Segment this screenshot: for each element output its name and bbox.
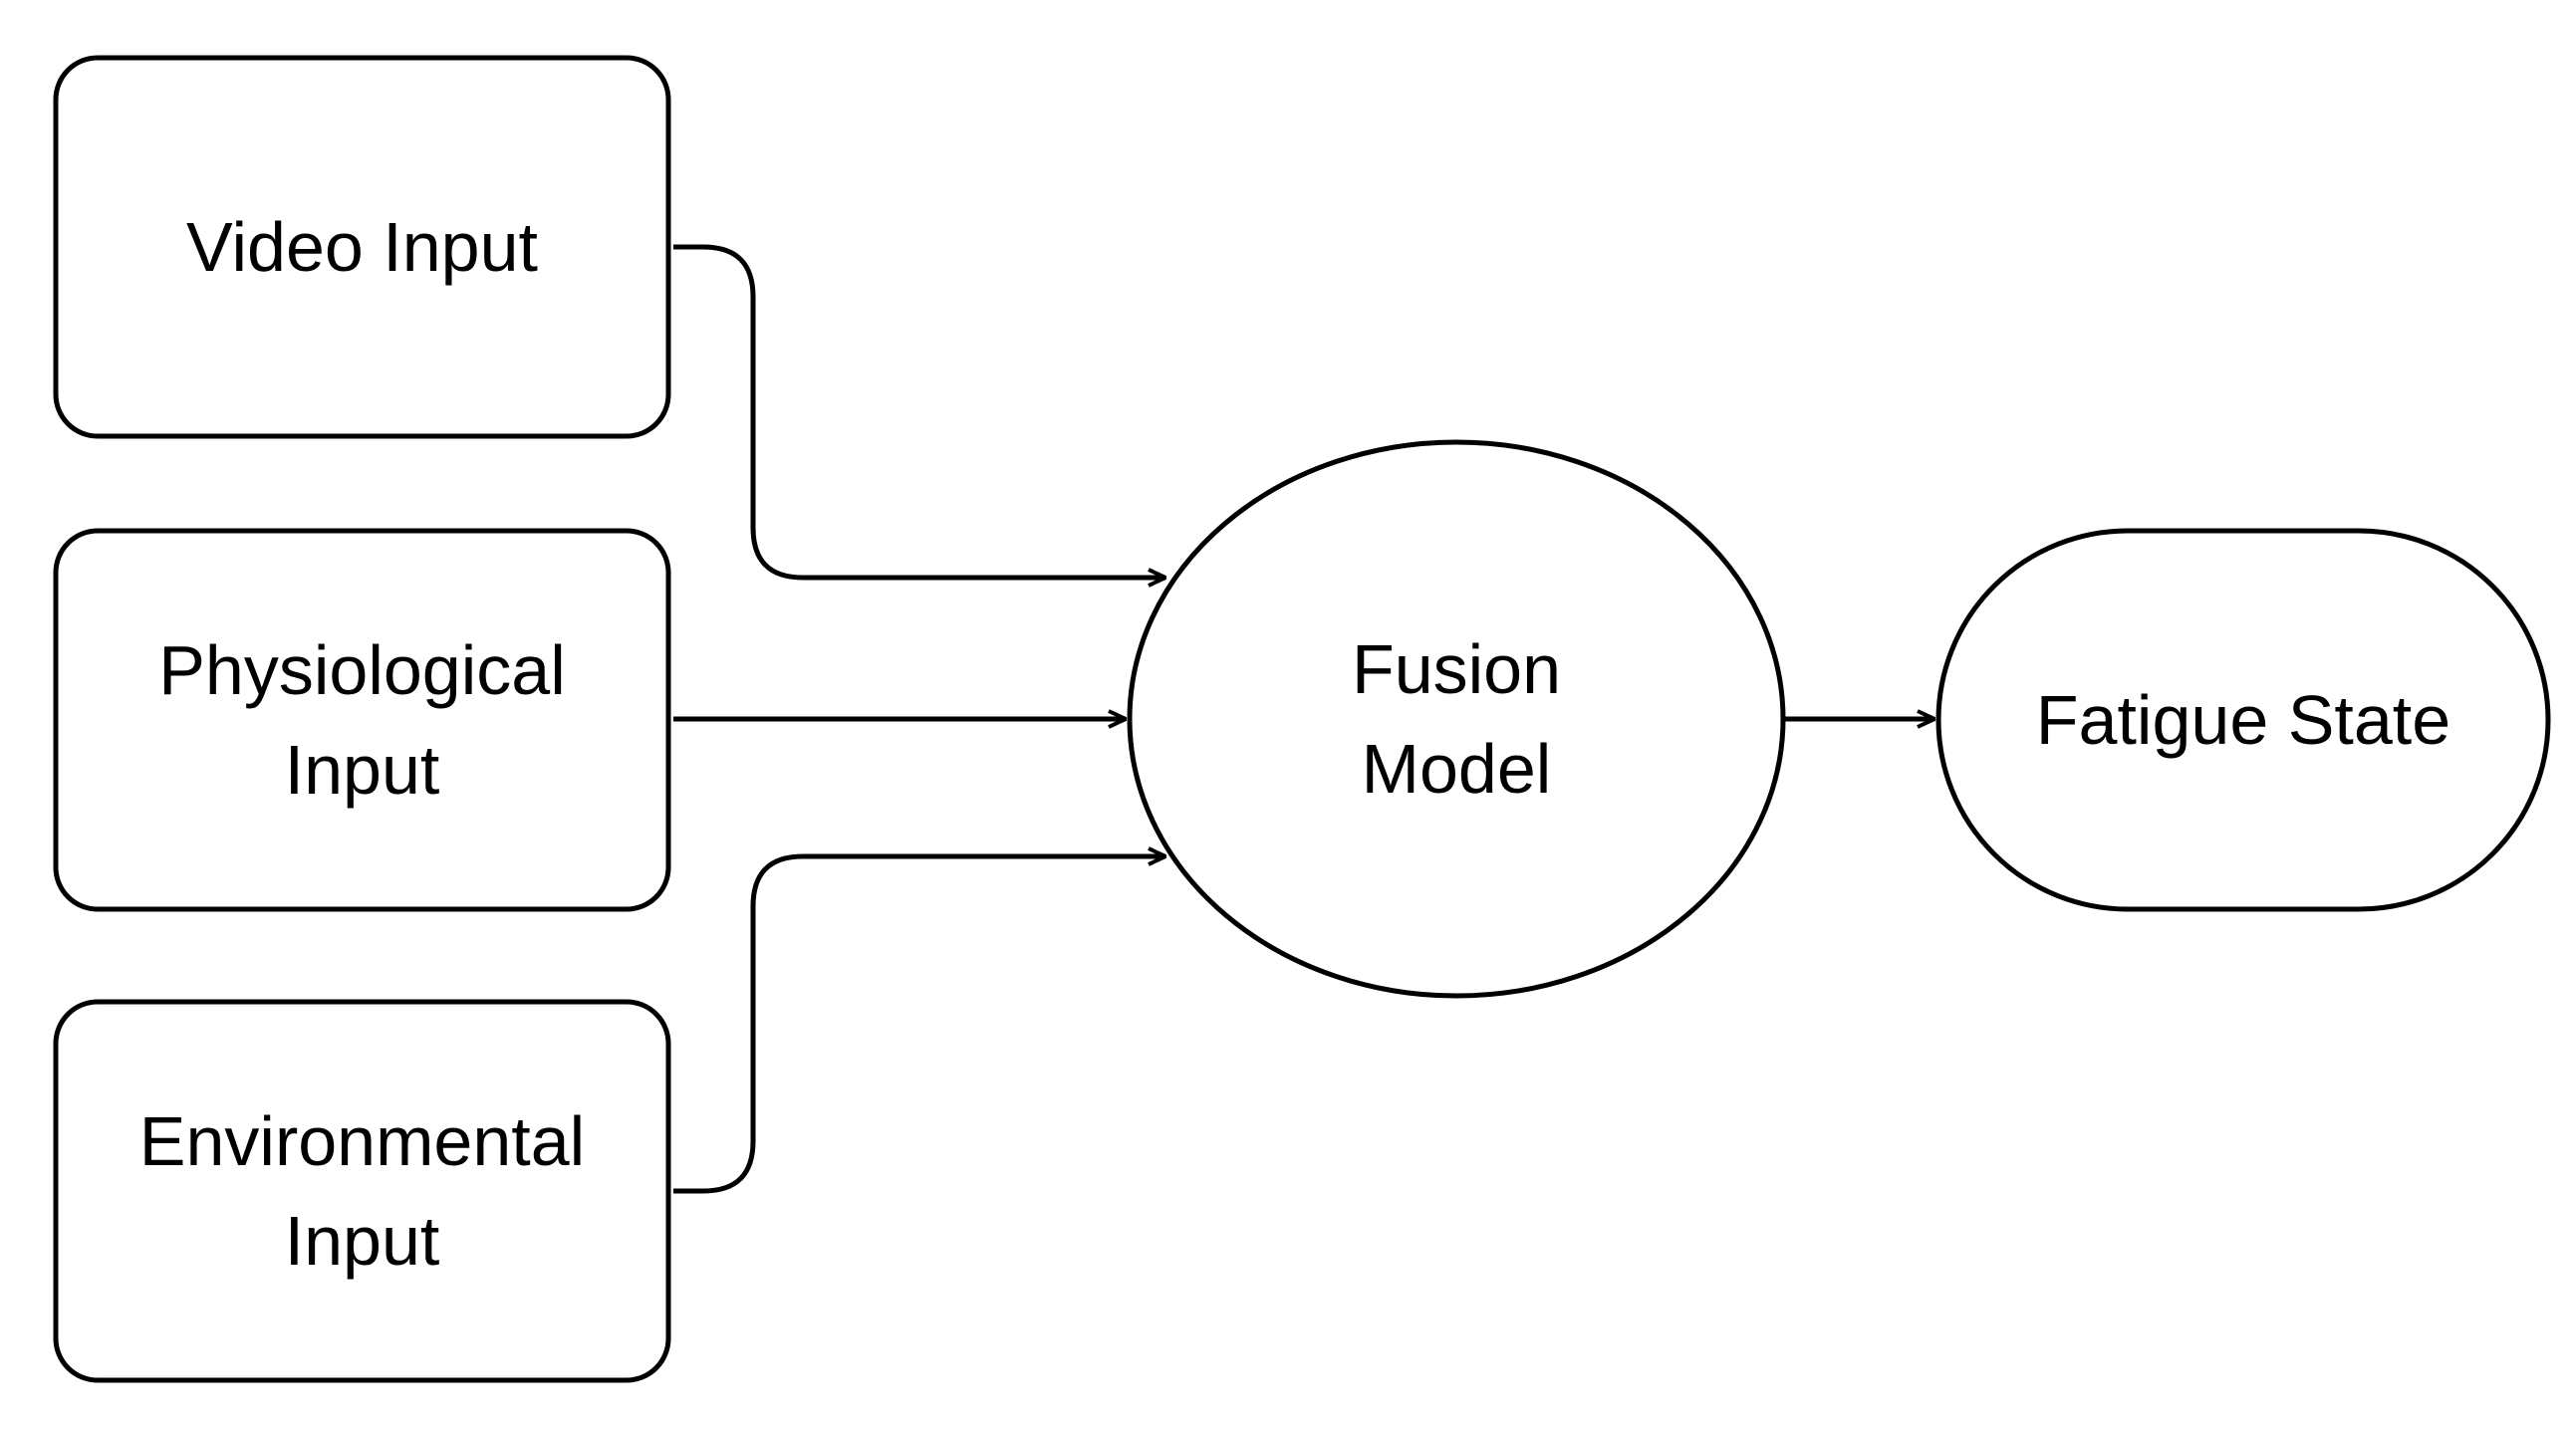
fusion-model-label-line-1: Fusion <box>1351 630 1562 708</box>
physiological-input-label-line-1: Physiological <box>158 631 566 709</box>
physiological-input-node <box>53 528 671 912</box>
fusion-model-label: Fusion Model <box>1130 442 1783 996</box>
environmental-input-label: Environmental Input <box>56 1002 668 1380</box>
physiological-input-label-line-2: Input <box>284 731 440 809</box>
fatigue-state-label: Fatigue State <box>1938 531 2548 909</box>
edge-video-to-fusion <box>673 244 1165 578</box>
environmental-input-label-line-2: Input <box>284 1202 440 1280</box>
fusion-model-label-line-2: Model <box>1361 730 1552 808</box>
fatigue-state-node <box>1935 528 2551 912</box>
physiological-input-label: Physiological Input <box>56 531 668 909</box>
video-input-label-line-1: Video Input <box>186 208 538 286</box>
fusion-model-node <box>1127 439 1786 999</box>
fatigue-state-label-line-1: Fatigue State <box>2035 681 2451 759</box>
environmental-input-label-line-1: Environmental <box>138 1102 586 1180</box>
video-input-node <box>53 55 671 439</box>
environmental-input-node <box>53 999 671 1383</box>
video-input-label: Video Input <box>56 58 668 436</box>
edge-env-to-fusion <box>673 856 1165 1194</box>
